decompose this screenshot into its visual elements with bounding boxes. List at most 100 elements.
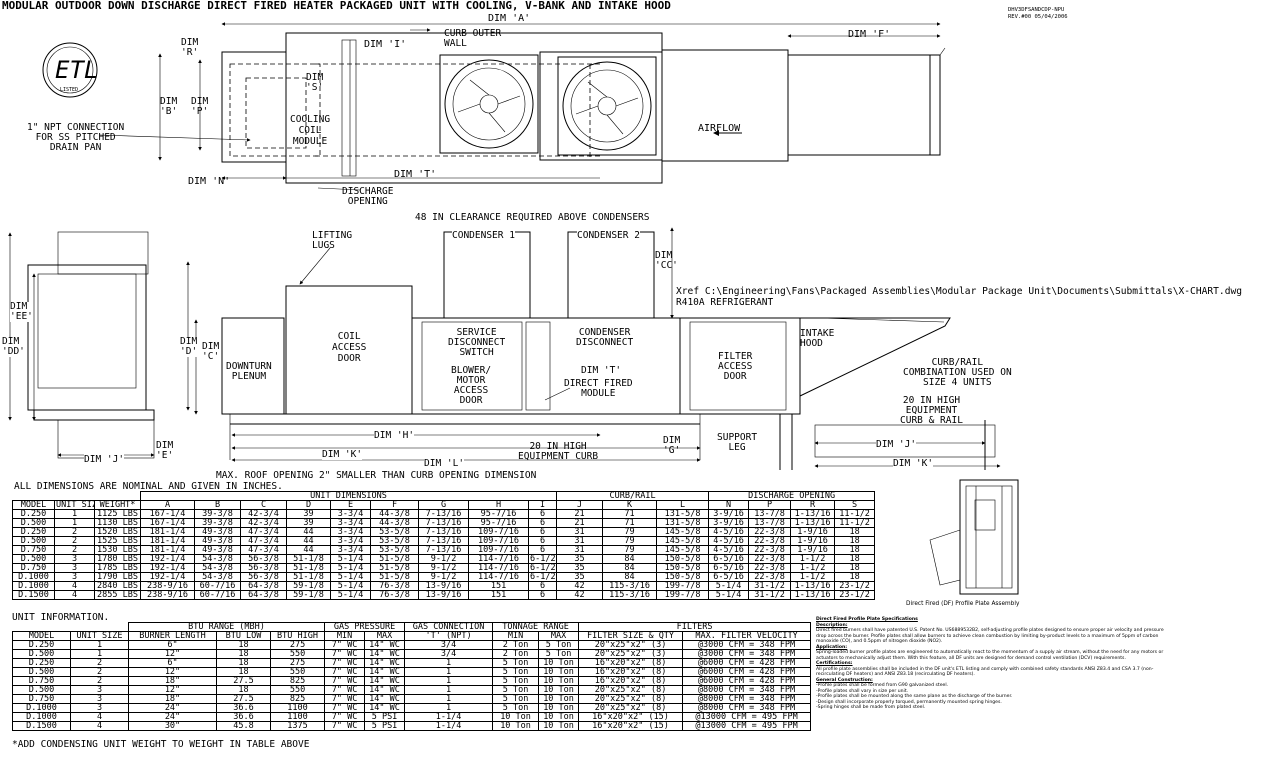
table-cell: 1-1/2 — [790, 572, 836, 582]
table-cell: 18 — [216, 667, 271, 677]
table-cell: 7" WC — [324, 712, 366, 722]
dim-i-label: DIM 'I' — [364, 39, 406, 50]
table-cell: 76-3/8 — [370, 590, 420, 600]
table-cell: 31 — [556, 545, 604, 555]
dim-c-label: DIM 'C' — [202, 341, 220, 362]
dim-cc-label: DIM 'CC' — [655, 250, 678, 271]
table-cell: 7" WC — [324, 703, 366, 713]
table-cell: 4-5/16 — [708, 536, 750, 546]
table-cell: 84 — [602, 563, 658, 573]
dim-col-header: MODEL — [12, 500, 55, 510]
table-cell: 1-1/2 — [790, 554, 836, 564]
dim-dd-label: DIM 'DD' — [2, 336, 25, 357]
blower-door-label: BLOWER/ MOTOR ACCESS DOOR — [451, 365, 492, 406]
table-cell: 167-1/4 — [140, 509, 196, 519]
table-cell: 14" WC — [364, 667, 406, 677]
airflow-label: AIRFLOW — [698, 123, 741, 134]
table-cell: 5 Ton — [492, 667, 540, 677]
table-cell: 20"x25"x2" (8) — [578, 685, 684, 695]
table-cell: 20"x25"x2" (3) — [578, 649, 684, 659]
dim-k2-label: DIM 'K' — [893, 458, 934, 469]
table-cell: 39 — [286, 518, 332, 528]
table-cell: 109-7/16 — [468, 527, 530, 537]
dim-p-label: DIM 'P' — [191, 96, 209, 117]
table-cell: 3-3/4 — [330, 527, 372, 537]
info-col-header: 'T' (NPT) — [404, 631, 494, 641]
table-cell: 3 — [70, 685, 129, 695]
table-cell: 44-3/8 — [370, 518, 420, 528]
table-cell: 1785 LBS — [93, 563, 142, 573]
table-cell: 36.6 — [216, 703, 271, 713]
specs-certifications-heading: Certifications: — [816, 661, 853, 666]
table-cell: 35 — [556, 572, 604, 582]
table-cell: 64-3/8 — [240, 590, 288, 600]
table-cell: 4 — [54, 590, 95, 600]
table-cell: 181-1/4 — [140, 536, 196, 546]
table-cell: 1-1/4 — [404, 712, 494, 722]
table-cell: 6 — [528, 590, 558, 600]
table-cell: 71 — [602, 509, 658, 519]
table-cell: 54-3/8 — [194, 554, 242, 564]
refrigerant-label: R410A REFRIGERANT — [676, 297, 774, 308]
table-cell: 14" WC — [364, 640, 406, 650]
table-cell: 13-7/8 — [748, 518, 792, 528]
doc-ref: DHV3DFSANDCDP-NPU — [1008, 7, 1064, 13]
table-cell: 3 — [54, 572, 95, 582]
table-cell: 275 — [269, 640, 326, 650]
table-cell: 22-3/8 — [748, 536, 792, 546]
info-col-header: MIN — [492, 631, 540, 641]
dim-col-header: A — [140, 500, 196, 510]
table-cell: 49-3/8 — [194, 545, 242, 555]
specs-description-heading: Description: — [816, 622, 848, 628]
specs-general-item: -Profile plates shall be mounted along t… — [816, 694, 1013, 699]
table-cell: 6-1/2 — [528, 563, 558, 573]
table-cell: 1 — [70, 649, 129, 659]
specs-general-list: -Profile plates shall be formed from G90… — [816, 683, 1168, 711]
revision: REV.#00 05/04/2006 — [1008, 14, 1068, 20]
table-cell: 14" WC — [364, 676, 406, 686]
table-cell: 56-3/8 — [240, 563, 288, 573]
table-cell: 51-5/8 — [370, 563, 420, 573]
table-cell: 5-1/4 — [330, 572, 372, 582]
table-cell: 59-1/8 — [286, 581, 332, 591]
table-cell: 1790 LBS — [93, 572, 142, 582]
table-cell: D.750 — [12, 563, 55, 573]
table-cell: 42-3/4 — [240, 518, 288, 528]
drawing-title: MODULAR OUTDOOR DOWN DISCHARGE DIRECT FI… — [2, 0, 671, 12]
table-cell: 20"x25"x2" (8) — [578, 703, 684, 713]
table-cell: @13000 CFM = 495 FPM — [682, 721, 812, 731]
table-cell: 79 — [602, 545, 658, 555]
table-cell: 3-9/16 — [708, 509, 750, 519]
table-cell: 3-9/16 — [708, 518, 750, 528]
table-cell: D.750 — [12, 676, 71, 686]
table-cell: 22-3/8 — [748, 554, 792, 564]
info-col-header: BTU LOW — [216, 631, 271, 641]
group-curb-rail: CURB/RAIL — [556, 491, 710, 501]
table-cell: D.1000 — [12, 572, 55, 582]
dim-e-label: DIM 'E' — [156, 440, 174, 461]
table-cell: 1 — [404, 703, 494, 713]
assembly-caption: Direct Fired (DF) Profile Plate Assembly — [906, 601, 1020, 607]
dim-col-header: R — [790, 500, 836, 510]
table-cell: D.500 — [12, 554, 55, 564]
table-cell: 1125 LBS — [93, 509, 142, 519]
dim-col-header: F — [370, 500, 420, 510]
xref-path: Xref C:\Engineering\Fans\Packaged Assemb… — [676, 286, 1243, 297]
dim-table-group-row: UNIT DIMENSIONS CURB/RAIL DISCHARGE OPEN… — [13, 491, 876, 501]
table-cell: 10 Ton — [538, 694, 580, 704]
etl-logo: ETL LISTED — [42, 42, 98, 98]
group-gas-pressure: GAS PRESSURE — [324, 622, 406, 632]
specs-general-item: -Profile plates shall vary in size per u… — [816, 688, 909, 694]
table-cell: 7" WC — [324, 694, 366, 704]
svg-text:ETL: ETL — [55, 56, 98, 84]
table-cell: 7" WC — [324, 667, 366, 677]
table-cell: 109-7/16 — [468, 536, 530, 546]
table-cell: 60-7/16 — [194, 590, 242, 600]
table-cell: D.250 — [12, 658, 71, 668]
dim-col-header: C — [240, 500, 288, 510]
specs-title: Direct Fired Profile Plate Specification… — [816, 617, 918, 622]
